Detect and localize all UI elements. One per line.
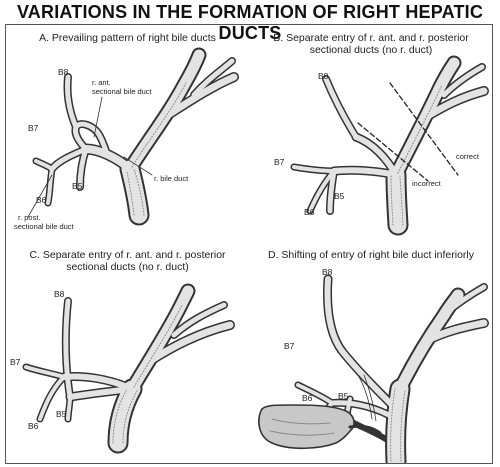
- label-r-ant-1: r. ant.: [92, 78, 111, 87]
- figure-title: VARIATIONS IN THE FORMATION OF RIGHT HEP…: [16, 2, 484, 43]
- panel-b-title-line-2: sectional ducts (no r. duct): [309, 44, 433, 56]
- panel-b-diagram: B8 B7 B6 B5 correct incorrect: [274, 55, 489, 236]
- label-r-post-1: r. post.: [18, 213, 41, 222]
- panel-a-title: A. Prevailing pattern of right bile duct…: [39, 32, 216, 44]
- label-b8: B8: [318, 71, 329, 81]
- label-b5: B5: [334, 191, 345, 201]
- panel-c-title-line-2: sectional ducts (no r. duct): [66, 261, 189, 273]
- label-correct: correct: [456, 152, 480, 161]
- panel-b: B. Separate entry of r. ant. and r. post…: [250, 25, 492, 242]
- label-b5: B5: [72, 181, 83, 191]
- panel-b-title-line-1: B. Separate entry of r. ant. and r. post…: [273, 32, 469, 44]
- panel-d-title: D. Shifting of entry of right bile duct …: [267, 249, 474, 261]
- label-r-ant-2: sectional bile duct: [92, 87, 153, 96]
- label-b5: B5: [338, 391, 349, 401]
- gallbladder: [258, 404, 355, 450]
- label-b6: B6: [36, 195, 47, 205]
- label-b6: B6: [28, 421, 39, 431]
- panel-d: D. Shifting of entry of right bile duct …: [250, 243, 492, 463]
- label-b7: B7: [28, 123, 39, 133]
- incorrect-cut-line: [357, 122, 429, 182]
- label-b8: B8: [322, 267, 333, 277]
- panel-a: A. Prevailing pattern of right bile duct…: [6, 25, 249, 242]
- label-b8: B8: [54, 289, 65, 299]
- correct-cut-line: [389, 82, 459, 176]
- label-b7: B7: [10, 357, 21, 367]
- figure-frame: [5, 24, 493, 464]
- panel-c: C. Separate entry of r. ant. and r. post…: [6, 243, 249, 463]
- panel-c-diagram: B8 B7 B6 B5: [10, 283, 235, 454]
- label-b7: B7: [284, 341, 295, 351]
- label-b7: B7: [274, 157, 285, 167]
- panel-d-diagram: B8 B7 B6 B5: [258, 267, 489, 463]
- label-b5: B5: [56, 409, 67, 419]
- label-incorrect: incorrect: [412, 179, 442, 188]
- label-b8: B8: [58, 67, 69, 77]
- label-r-bile-duct: r. bile duct: [154, 174, 189, 183]
- label-r-post-2: sectional bile duct: [14, 222, 75, 231]
- panel-a-diagram: B8 B7 B6 B5 r. ant. sectional bile duct …: [14, 47, 239, 231]
- label-b6: B6: [302, 393, 313, 403]
- label-b6: B6: [304, 207, 315, 217]
- panel-c-title-line-1: C. Separate entry of r. ant. and r. post…: [29, 249, 226, 261]
